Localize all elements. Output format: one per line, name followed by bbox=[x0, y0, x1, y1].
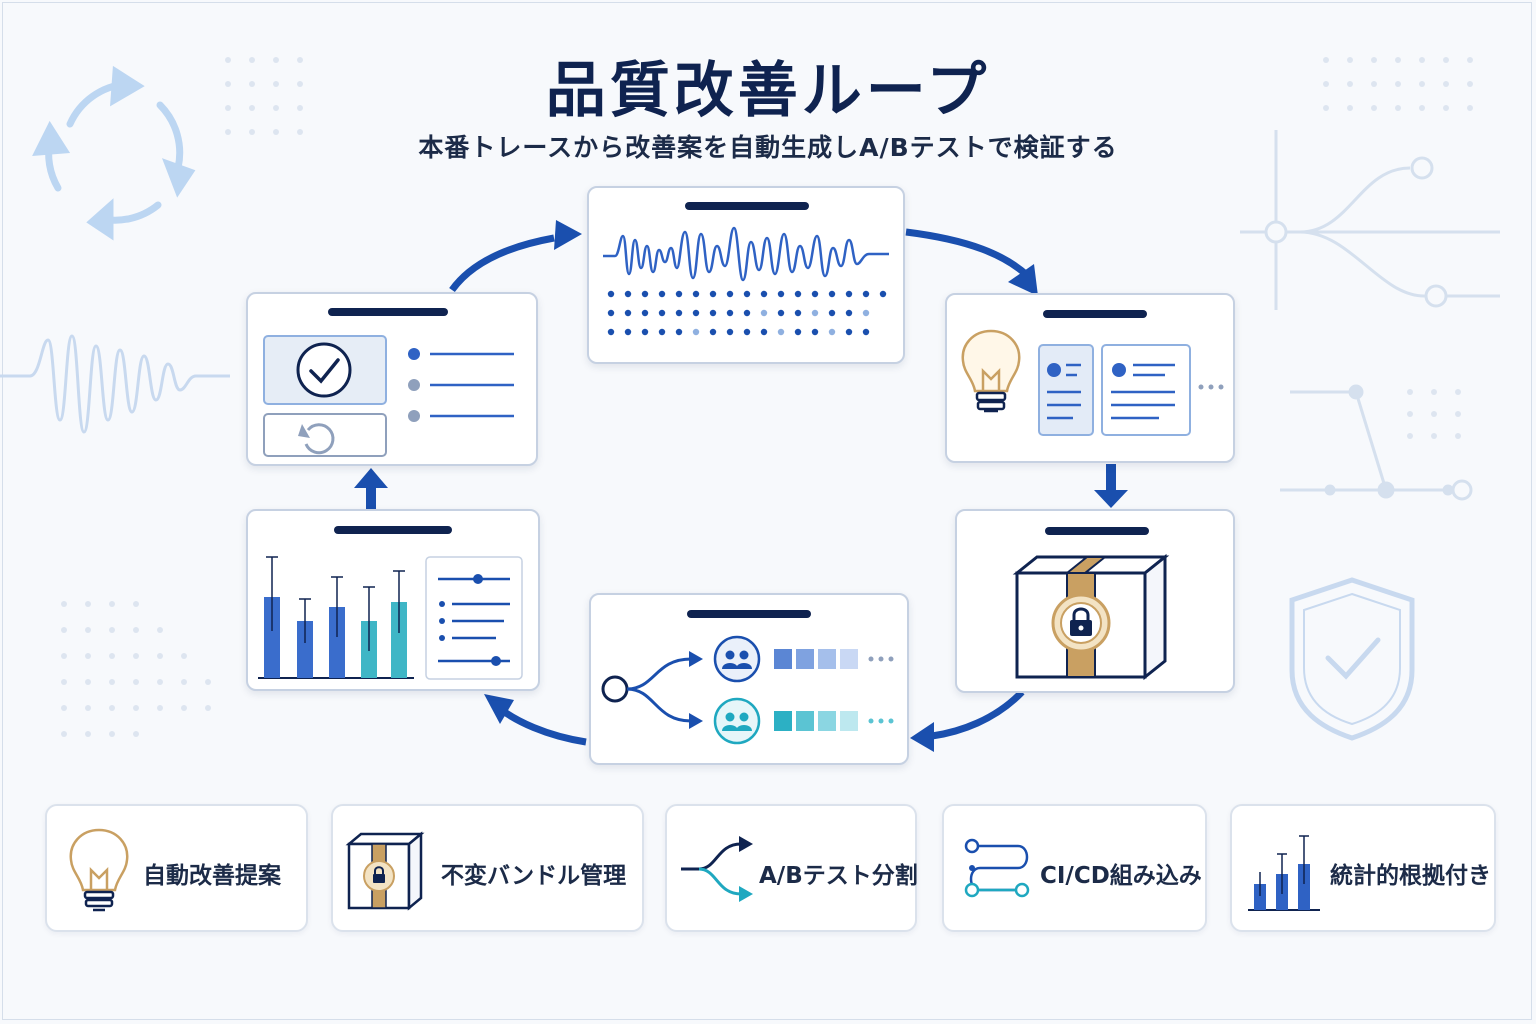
arrowhead-stats-to-deploy bbox=[354, 468, 388, 488]
arrowhead-ab-to-stats bbox=[484, 694, 514, 724]
user-group-a-icon bbox=[713, 635, 761, 683]
arrowhead-trace-to-proposal bbox=[1008, 264, 1038, 296]
dot-grid-left bbox=[61, 601, 211, 737]
page-subtitle: 本番トレースから改善案を自動生成しA/Bテストで検証する bbox=[418, 133, 1118, 162]
ab-split-illustration bbox=[601, 635, 894, 745]
feature-cicd: CI/CD組み込み bbox=[942, 804, 1207, 932]
dot-grid-top-right bbox=[1323, 57, 1473, 111]
feature-statistics: 統計的根拠付き bbox=[1230, 804, 1496, 932]
feature-auto-proposal: 自動改善提案 bbox=[45, 804, 308, 932]
card-title-bar bbox=[685, 202, 809, 210]
card-title-bar bbox=[687, 610, 811, 618]
feature-label: 自動改善提案 bbox=[143, 863, 281, 889]
statistics-illustration bbox=[258, 556, 523, 680]
arrowhead-bundle-to-ab bbox=[910, 722, 934, 752]
lightbulb-icon bbox=[961, 329, 1021, 413]
bar-chart-icon bbox=[1248, 835, 1320, 911]
proposal-variant-a bbox=[1038, 344, 1094, 436]
arrowhead-deploy-to-trace bbox=[554, 220, 582, 250]
sealed-box-icon bbox=[1012, 553, 1170, 681]
waveform-decoration bbox=[0, 334, 230, 434]
card-title-bar bbox=[1043, 310, 1147, 318]
feature-immutable-bundle: 不変バンドル管理 bbox=[331, 804, 644, 932]
dot-grid-right bbox=[1407, 389, 1461, 439]
arrow-bundle-to-ab bbox=[931, 689, 1025, 740]
card-statistics bbox=[246, 509, 540, 691]
sealed-box-icon bbox=[345, 831, 425, 911]
network-tree-decoration bbox=[1240, 130, 1500, 501]
undo-icon bbox=[304, 423, 335, 455]
feature-label: 統計的根拠付き bbox=[1330, 863, 1491, 889]
trace-waveform bbox=[603, 226, 889, 336]
refresh-cycle-icon bbox=[32, 65, 196, 241]
card-improvement-proposal bbox=[945, 293, 1235, 463]
more-dots bbox=[1198, 384, 1224, 390]
arrow-stats-to-deploy-stem bbox=[366, 484, 376, 510]
proposal-illustration bbox=[961, 329, 1224, 436]
arrow-deploy-to-trace bbox=[449, 234, 555, 293]
page-title: 品質改善ループ bbox=[545, 56, 991, 126]
card-trace-collection bbox=[587, 186, 905, 364]
card-title-bar bbox=[1045, 527, 1149, 535]
card-title-bar bbox=[334, 526, 452, 534]
arrowhead-proposal-to-bundle bbox=[1094, 490, 1128, 508]
card-ab-split bbox=[589, 593, 909, 765]
feature-label: A/Bテスト分割 bbox=[759, 863, 918, 889]
lightbulb-icon bbox=[69, 828, 129, 912]
feature-ab-split: A/Bテスト分割 bbox=[665, 804, 918, 932]
arrow-trace-to-proposal bbox=[905, 228, 1031, 279]
user-group-b-icon bbox=[713, 697, 761, 745]
checkmark-icon bbox=[296, 342, 352, 398]
card-deploy-verify bbox=[246, 292, 538, 466]
feature-label: CI/CD組み込み bbox=[1040, 863, 1202, 889]
dot-grid-top-left bbox=[225, 57, 303, 135]
feature-label: 不変バンドル管理 bbox=[441, 863, 627, 889]
shield-check-icon bbox=[1289, 577, 1415, 741]
pipeline-icon bbox=[964, 838, 1030, 898]
split-arrows-icon bbox=[681, 836, 753, 902]
arrow-proposal-to-bundle-stem bbox=[1106, 464, 1116, 492]
deploy-verify-illustration bbox=[263, 335, 514, 457]
card-immutable-bundle bbox=[955, 509, 1235, 693]
proposal-variant-b bbox=[1101, 344, 1191, 436]
card-title-bar bbox=[328, 308, 448, 316]
